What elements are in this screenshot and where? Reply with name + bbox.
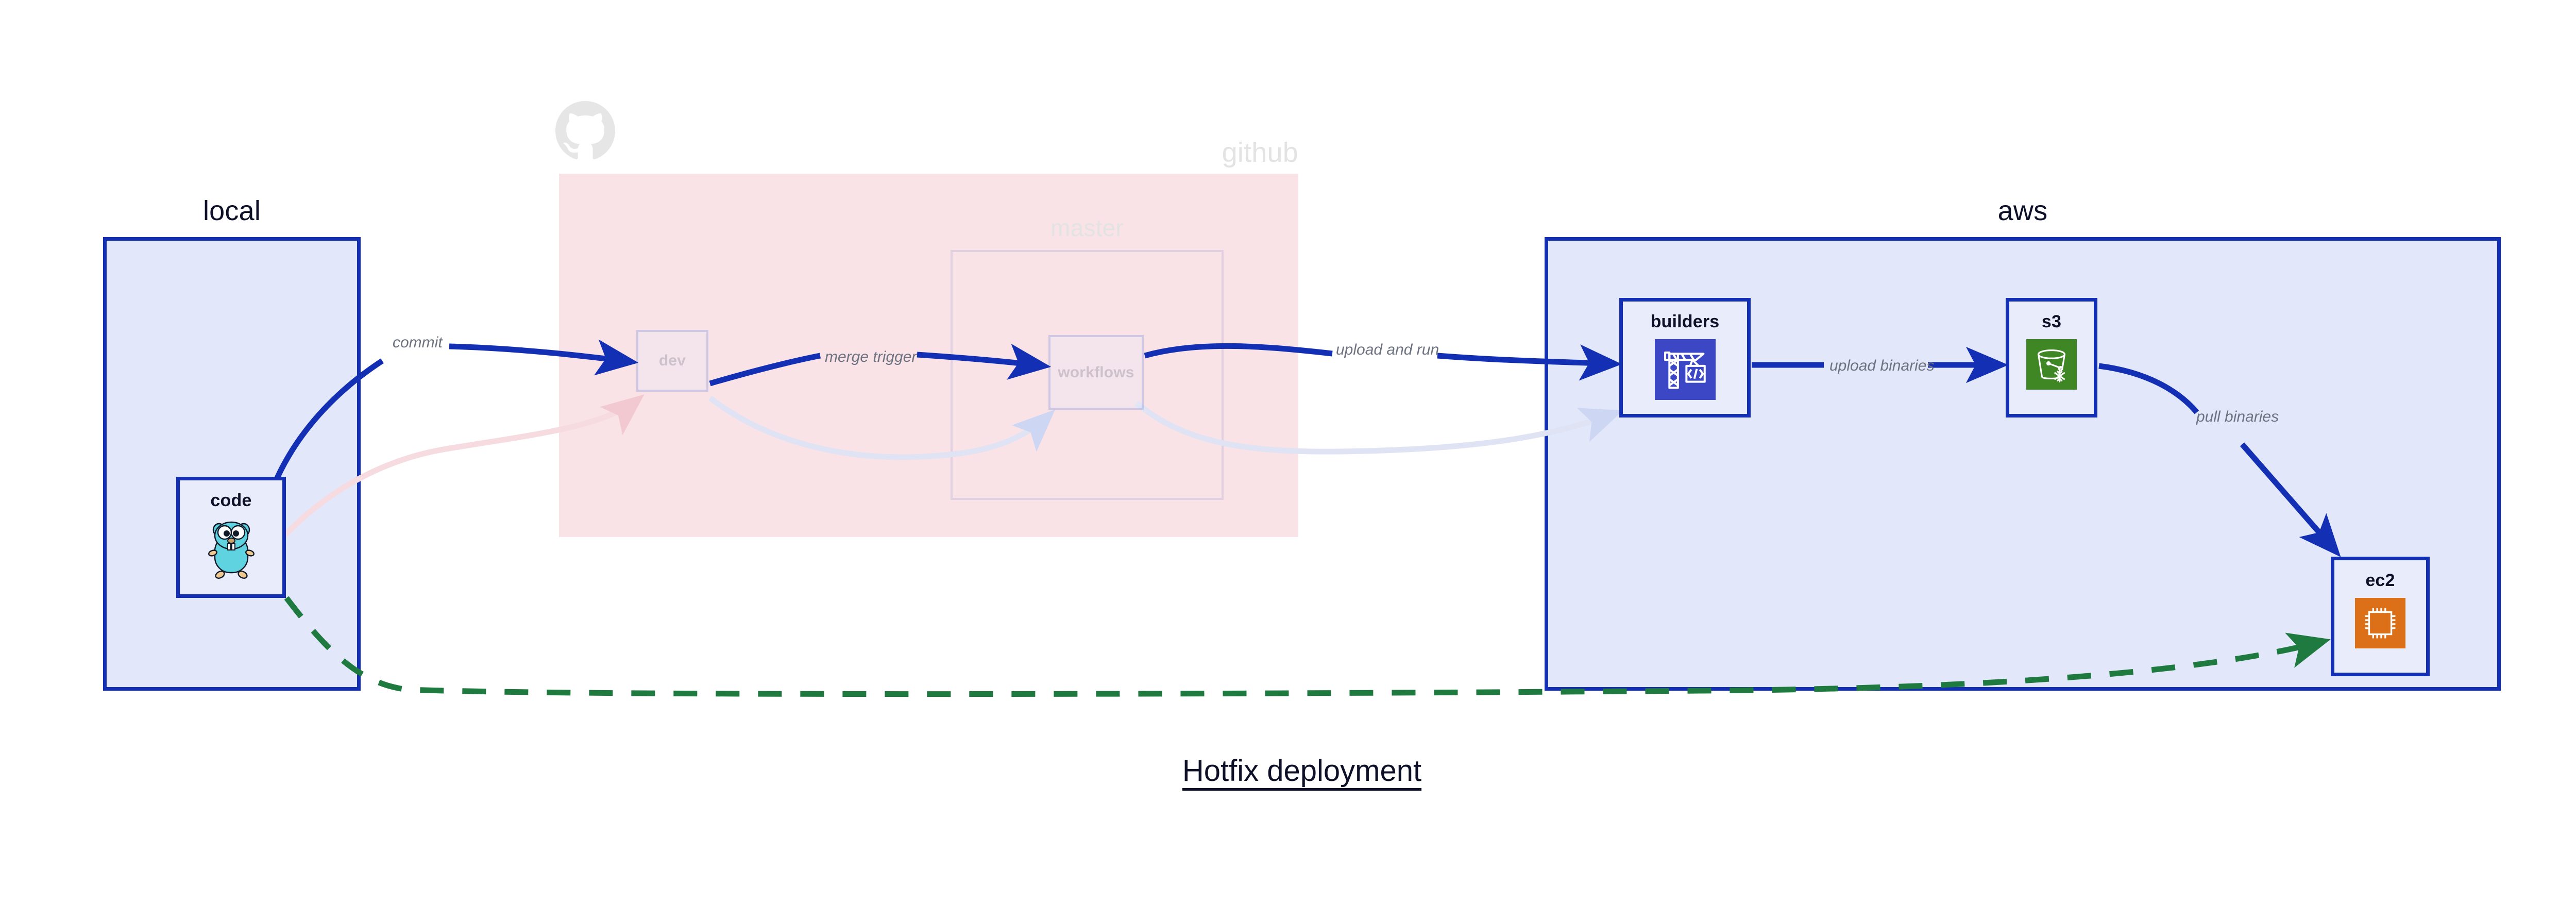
edge-merge-trigger-b — [917, 343, 1052, 380]
node-dev-label: dev — [658, 352, 686, 369]
diagram-title: Hotfix deployment — [1182, 754, 1422, 788]
region-local — [103, 237, 361, 691]
go-gopher-icon — [208, 518, 255, 581]
edge-hotfix-direct — [284, 596, 2331, 697]
edge-upload-and-run-a — [1144, 343, 1333, 359]
node-dev[interactable]: dev — [636, 330, 708, 392]
ghost-edge-workflows-builders — [1134, 400, 1623, 455]
node-code[interactable]: code — [176, 477, 286, 598]
region-master — [951, 250, 1224, 500]
node-builders[interactable]: builders — [1619, 298, 1751, 417]
node-workflows-label: workflows — [1058, 363, 1134, 381]
ghost-edge-code-dev — [240, 394, 645, 592]
aws-ec2-chip-icon — [2355, 598, 2405, 651]
aws-s3-glacier-bucket-icon — [2026, 339, 2077, 392]
region-label-github: github — [1222, 137, 1298, 168]
region-label-master: master — [1050, 214, 1124, 241]
edge-pull-binaries-a — [2098, 363, 2199, 414]
node-s3-label: s3 — [2041, 312, 2062, 331]
node-builders-label: builders — [1650, 312, 1720, 331]
edge-label-pull-binaries: pull binaries — [2196, 408, 2279, 425]
edge-label-upload-and-run: upload and run — [1336, 341, 1439, 358]
edge-merge-trigger-a — [709, 353, 821, 387]
edge-label-upload-binaries: upload binaries — [1829, 357, 1935, 374]
node-s3[interactable]: s3 — [2006, 298, 2097, 417]
region-label-local: local — [202, 195, 261, 226]
aws-codebuild-crane-icon — [1654, 339, 1716, 403]
edge-pull-binaries-b — [2240, 442, 2341, 557]
node-ec2-label: ec2 — [2365, 571, 2395, 590]
region-label-aws: aws — [1997, 195, 2048, 226]
node-workflows[interactable]: workflows — [1048, 335, 1144, 410]
ghost-edge-dev-workflows — [708, 395, 1056, 460]
edge-upload-and-run-b — [1437, 344, 1622, 381]
edge-label-merge-trigger: merge trigger — [825, 348, 917, 365]
edge-commit-b — [449, 339, 639, 376]
node-code-label: code — [210, 491, 252, 510]
node-ec2[interactable]: ec2 — [2331, 557, 2430, 676]
edge-label-commit: commit — [393, 334, 443, 351]
github-octocat-icon — [555, 101, 615, 161]
edge-commit-a — [272, 358, 384, 484]
